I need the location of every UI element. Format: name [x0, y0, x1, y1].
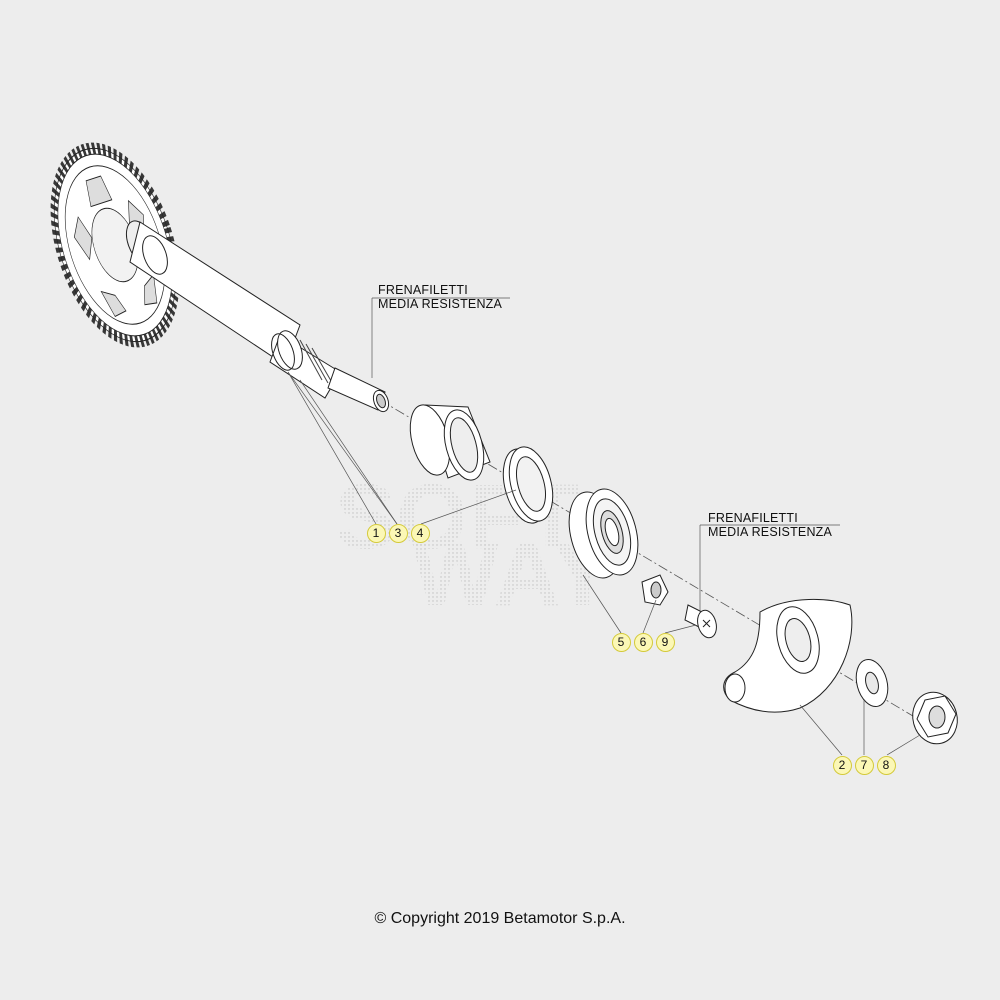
part-callout-1[interactable]: 1	[366, 523, 386, 543]
part-callout-4[interactable]: 4	[410, 523, 430, 543]
washer	[855, 658, 889, 708]
copyright-notice: © Copyright 2019 Betamotor S.p.A.	[374, 910, 626, 927]
threadlocker-note-line2: MEDIA RESISTENZA	[708, 525, 833, 539]
threadlocker-note-lower: FRENAFILETTI MEDIA RESISTENZA	[708, 511, 832, 539]
threadlocker-note-line1: FRENAFILETTI	[708, 511, 798, 525]
threadlocker-note-line1: FRENAFILETTI	[378, 283, 468, 297]
bushing	[409, 404, 491, 481]
threadlocker-note-upper: FRENAFILETTI MEDIA RESISTENZA	[378, 283, 502, 311]
part-callout-5[interactable]: 5	[611, 632, 631, 652]
part-callout-2[interactable]: 2	[832, 755, 852, 775]
part-callout-7[interactable]: 7	[854, 755, 874, 775]
part-callout-6[interactable]: 6	[633, 632, 653, 652]
oil-seal	[502, 446, 554, 524]
ball-bearing	[568, 488, 639, 579]
threadlocker-note-line2: MEDIA RESISTENZA	[378, 297, 503, 311]
lock-plate	[641, 574, 669, 606]
countersunk-screw	[684, 604, 717, 639]
flange-nut	[912, 691, 958, 745]
kickstart-shaft	[125, 220, 390, 413]
leader-lines	[287, 297, 921, 756]
part-callout-3[interactable]: 3	[388, 523, 408, 543]
kickstart-gear	[50, 142, 180, 348]
part-callout-8[interactable]: 8	[876, 755, 896, 775]
kickstart-lever	[723, 599, 853, 713]
part-callout-9[interactable]: 9	[655, 632, 675, 652]
watermark-logo: SOFT WAY	[335, 466, 613, 625]
